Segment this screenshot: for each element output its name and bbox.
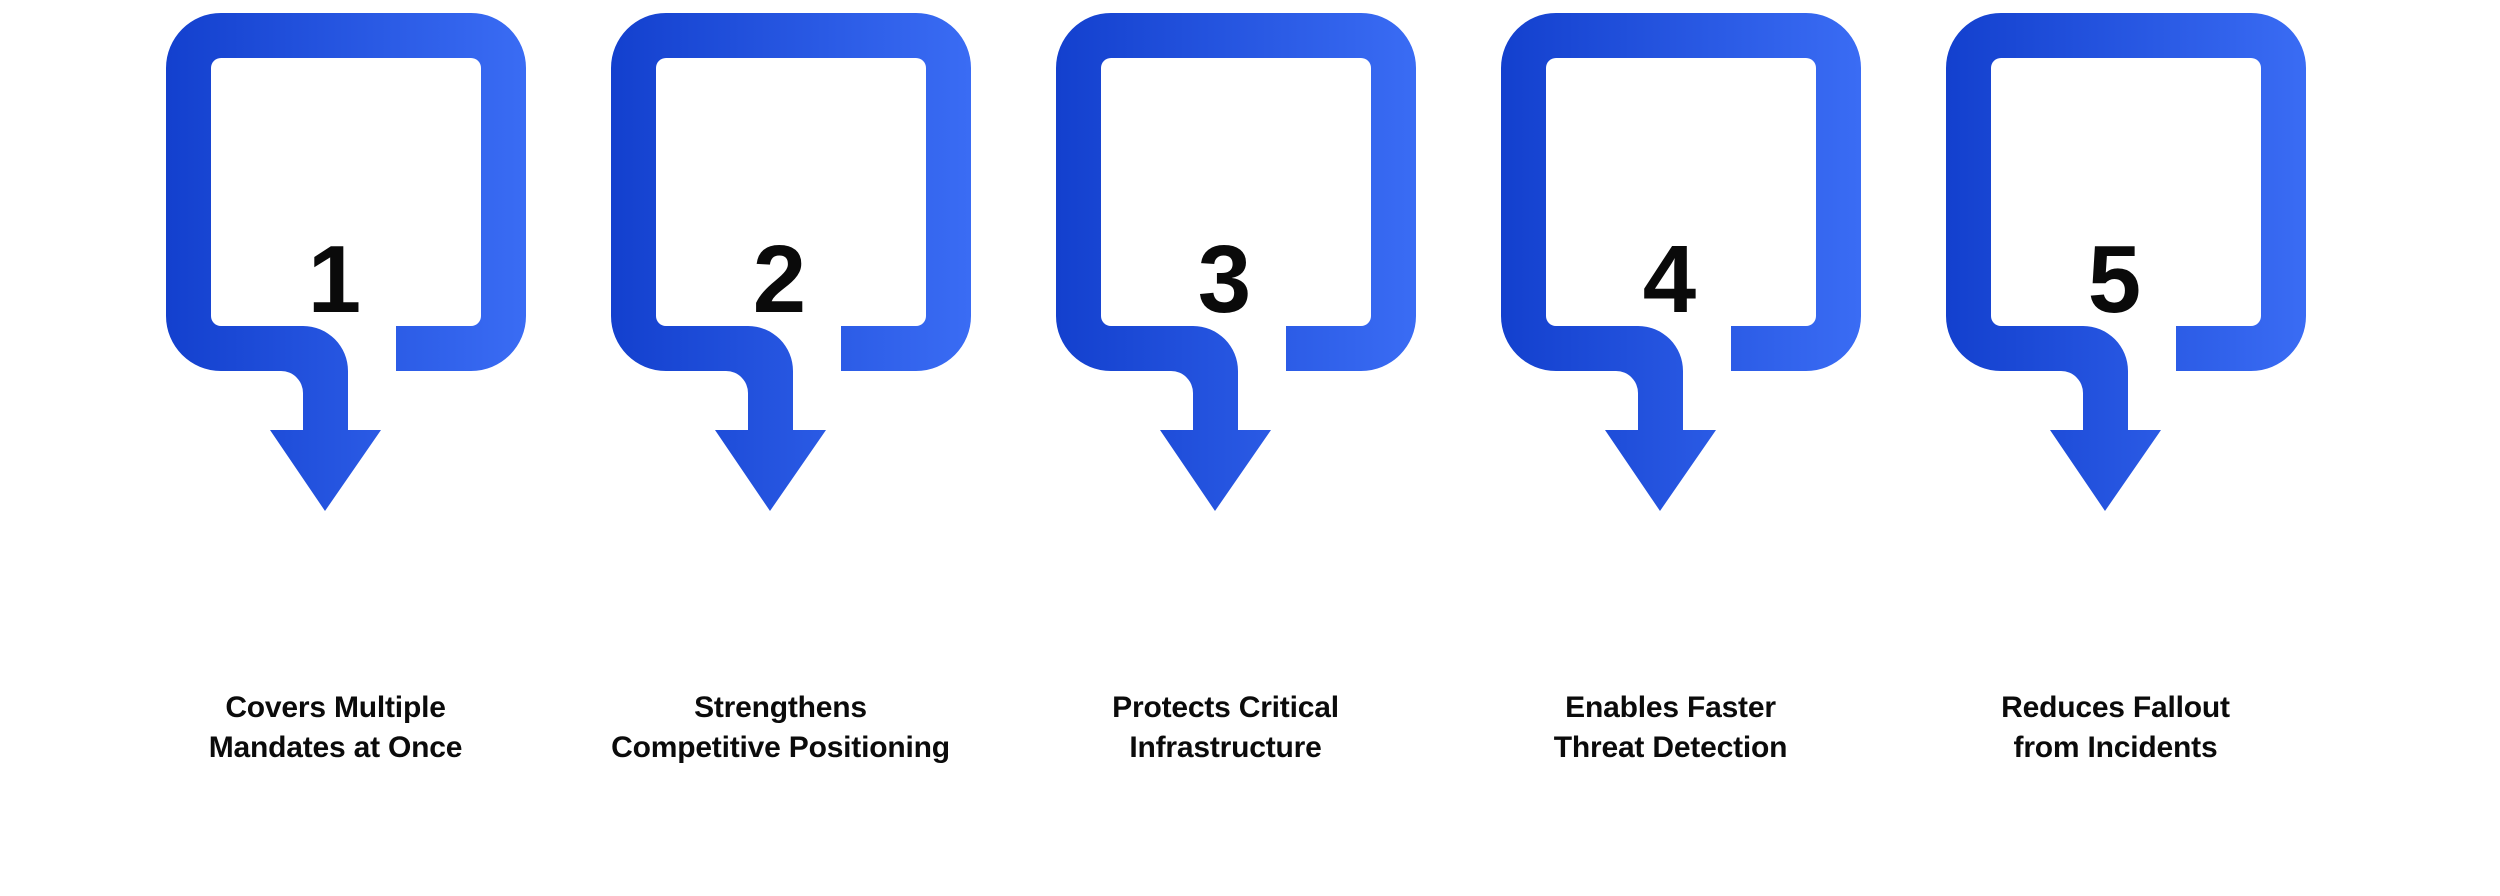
step-item-3[interactable]: 3 Protects Critical Infrastructure xyxy=(1043,0,1488,896)
step-label-line-3b: Infrastructure xyxy=(1129,730,1322,764)
step-label-3: Protects Critical Infrastructure xyxy=(1013,688,1438,767)
step-arrow-shape-2 xyxy=(611,13,971,511)
step-number-1: 1 xyxy=(307,226,361,333)
step-label-line-5a: Reduces Fallout xyxy=(2001,691,2230,724)
step-label-1: Covers Multiple Mandates at Once xyxy=(123,688,548,767)
step-label-line-1a: Covers Multiple xyxy=(225,691,446,724)
step-arrow-shape-5 xyxy=(1946,13,2306,511)
step-label-line-2a: Strengthens xyxy=(694,691,867,724)
step-arrow-shape-4 xyxy=(1501,13,1861,511)
step-label-2: Strengthens Competitive Positioning xyxy=(568,688,993,767)
step-label-line-4a: Enables Faster xyxy=(1565,691,1776,724)
step-label-line-4b: Threat Detection xyxy=(1553,730,1788,764)
step-item-4[interactable]: 4 Enables Faster Threat Detection xyxy=(1488,0,1933,896)
step-arrow-shape-3 xyxy=(1056,13,1416,511)
step-label-line-2b: Competitive Positioning xyxy=(611,730,950,764)
step-label-5: Reduces Fallout from Incidents xyxy=(1903,688,2328,767)
step-number-4: 4 xyxy=(1642,226,1696,333)
step-arrow-shape-1 xyxy=(166,13,526,511)
step-item-5[interactable]: 5 Reduces Fallout from Incidents xyxy=(1933,0,2378,896)
step-number-2: 2 xyxy=(752,226,806,333)
step-label-line-1b: Mandates at Once xyxy=(208,730,463,764)
step-number-5: 5 xyxy=(2087,226,2141,333)
step-item-2[interactable]: 2 Strengthens Competitive Positioning xyxy=(598,0,1043,896)
step-number-3: 3 xyxy=(1197,226,1251,333)
step-item-1[interactable]: 1 Covers Multiple Mandates at Once xyxy=(153,0,598,896)
step-label-line-3a: Protects Critical xyxy=(1112,691,1339,724)
step-label-line-5b: from Incidents xyxy=(2013,730,2218,764)
step-label-4: Enables Faster Threat Detection xyxy=(1458,688,1883,767)
